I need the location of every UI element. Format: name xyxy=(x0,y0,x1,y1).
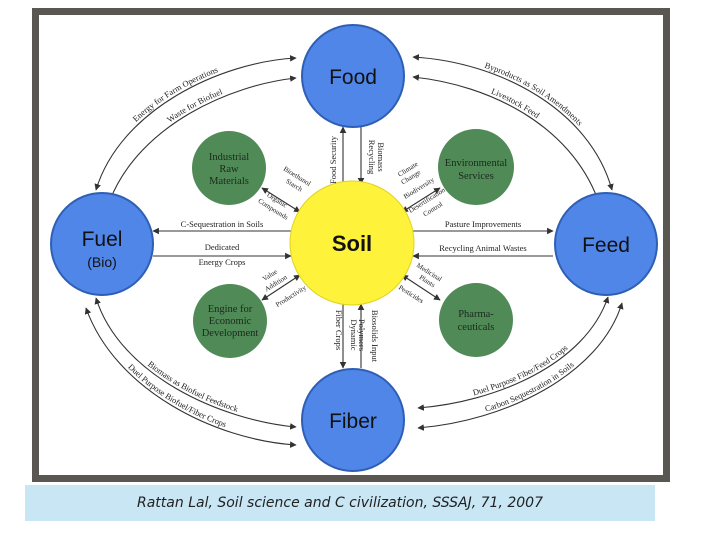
industrial-line-3: Materials xyxy=(209,176,249,187)
node-engine-economic-development: Engine for Economic Development xyxy=(193,284,267,358)
node-fiber: Fiber xyxy=(301,368,405,472)
feed-label: Feed xyxy=(582,234,630,257)
label-food-security: Food Security xyxy=(328,135,338,184)
label-productivity: Productivity xyxy=(274,283,308,308)
engine-line-2: Economic xyxy=(209,316,252,327)
food-label: Food xyxy=(329,66,377,89)
node-food: Food xyxy=(301,24,405,128)
node-pharmaceuticals: Pharma- ceuticals xyxy=(439,283,513,357)
label-polymers: Polymers xyxy=(357,319,367,351)
inner-arrows xyxy=(152,126,554,369)
engine-line-1: Engine for xyxy=(208,304,253,315)
industrial-line-2: Raw xyxy=(219,164,239,175)
arrow-soil-environmental xyxy=(401,187,441,213)
label-biosolids-input: Biosolids Input xyxy=(370,310,380,363)
pharma-line-1: Pharma- xyxy=(458,309,494,320)
citation-caption: Rattan Lal, Soil science and C civilizat… xyxy=(25,485,655,521)
label-c-sequestration: C-Sequestration in Soils xyxy=(181,219,264,229)
fiber-label: Fiber xyxy=(329,410,377,433)
arrow-soil-industrial xyxy=(261,187,301,213)
node-soil: Soil xyxy=(289,180,415,306)
environmental-line-1: Environmental xyxy=(445,158,507,169)
fuel-sub-label: (Bio) xyxy=(87,254,117,270)
node-environmental-services: Environmental Services xyxy=(438,129,514,205)
label-fiber-crops: Fiber Crops xyxy=(334,310,344,350)
label-recycling: Recycling xyxy=(367,140,377,175)
label-pesticides: Pesticides xyxy=(397,283,425,305)
node-industrial-raw-materials: Industrial Raw Materials xyxy=(192,131,266,205)
node-fuel: Fuel (Bio) xyxy=(50,192,154,296)
environmental-line-2: Services xyxy=(458,171,494,182)
engine-line-3: Development xyxy=(202,328,259,339)
arrow-soil-pharma xyxy=(401,274,441,301)
label-dynamic: Dynamic xyxy=(349,319,359,350)
industrial-line-1: Industrial xyxy=(209,152,249,163)
node-feed: Feed xyxy=(554,192,658,296)
label-biomass: Biomass xyxy=(376,142,386,171)
soil-label: Soil xyxy=(332,231,372,256)
label-dedicated: Dedicated xyxy=(205,242,240,252)
soil-civilization-diagram: Energy for Farm Operations Waste for Bio… xyxy=(50,24,658,472)
label-recycling-animal-wastes: Recycling Animal Wastes xyxy=(439,243,526,253)
arrow-soil-engine xyxy=(261,274,301,301)
caption-text: Rattan Lal, Soil science and C civilizat… xyxy=(137,495,543,511)
pharma-line-2: ceuticals xyxy=(458,322,495,333)
label-pasture-improvements: Pasture Improvements xyxy=(445,219,521,229)
fuel-label: Fuel xyxy=(82,228,123,251)
inner-labels: Food Security Recycling Biomass C-Seques… xyxy=(181,135,527,362)
label-energy-crops: Energy Crops xyxy=(199,257,246,267)
